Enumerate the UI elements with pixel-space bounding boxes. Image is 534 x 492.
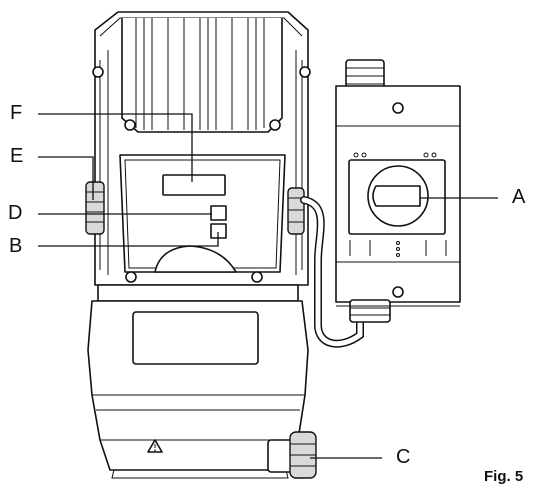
right-cable-gland bbox=[287, 187, 305, 235]
leader-b bbox=[38, 232, 219, 247]
left-cable-gland bbox=[85, 181, 105, 235]
motor-flange bbox=[97, 284, 299, 302]
callout-e: E bbox=[10, 145, 24, 167]
pump-body bbox=[87, 300, 309, 479]
leader-f bbox=[38, 113, 193, 182]
callout-d: D bbox=[8, 202, 23, 224]
callout-b: B bbox=[9, 235, 23, 257]
display-window bbox=[162, 174, 226, 196]
panel-button-upper bbox=[210, 205, 227, 221]
callout-f: F bbox=[10, 102, 23, 124]
callout-a: A bbox=[512, 186, 526, 208]
outlet-connector bbox=[267, 431, 317, 479]
figure-caption: Fig. 5 bbox=[484, 468, 524, 485]
callout-c: C bbox=[396, 446, 411, 468]
callout-leaders bbox=[38, 113, 498, 459]
control-panel bbox=[119, 154, 286, 283]
cooling-fins bbox=[121, 18, 283, 133]
leader-e bbox=[38, 156, 94, 200]
isolator-switch-box bbox=[335, 59, 461, 323]
